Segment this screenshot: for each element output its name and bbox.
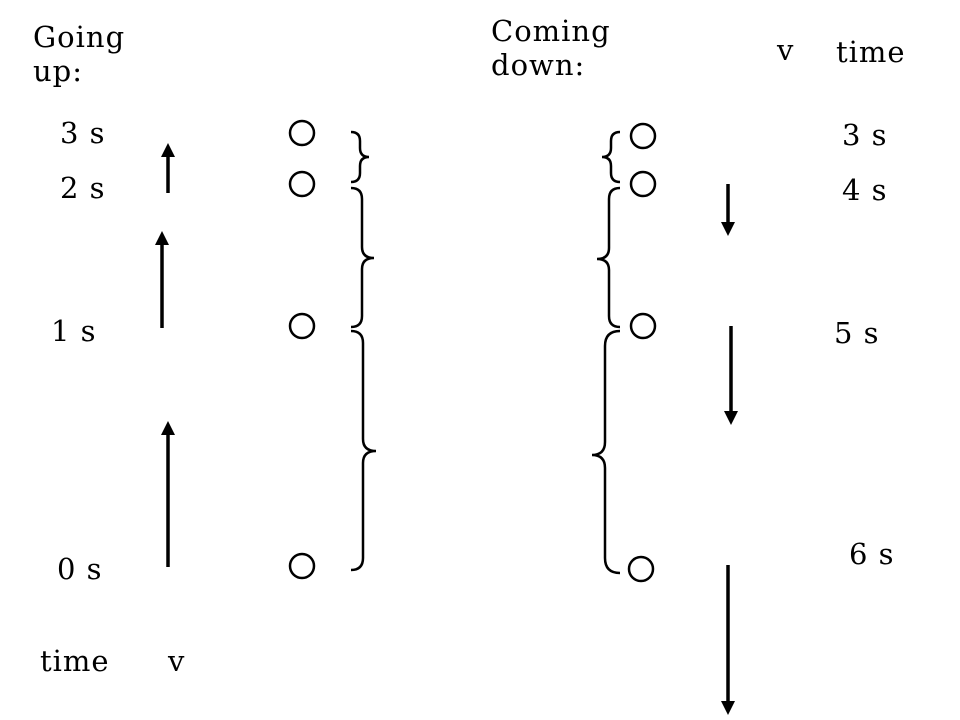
down-time-column-header: time (836, 35, 906, 69)
down-ball-3s (629, 122, 657, 150)
up-brace-2s-3s (350, 130, 370, 184)
down-velocity-column-header: v (777, 33, 795, 67)
down-ball-4s (629, 170, 657, 198)
up-time-label-2s: 2 s (60, 171, 106, 205)
up-time-column-header: time (40, 644, 110, 678)
up-time-label-0s: 0 s (57, 552, 103, 586)
up-ball-1s (288, 312, 316, 340)
down-time-label-4s: 4 s (842, 173, 888, 207)
down-brace-5s-6s (591, 329, 621, 575)
down-time-label-5s: 5 s (834, 316, 880, 350)
up-time-label-1s: 1 s (51, 314, 97, 348)
down-ball-5s (629, 312, 657, 340)
up-ball-0s (288, 552, 316, 580)
going-up-heading: Going up: (33, 20, 126, 88)
down-brace-3s-4s (601, 130, 621, 184)
up-brace-0s-1s (350, 329, 377, 572)
down-ball-6s (627, 555, 655, 583)
down-time-label-6s: 6 s (849, 537, 895, 571)
up-time-label-3s: 3 s (60, 116, 106, 150)
down-brace-4s-5s (596, 186, 621, 329)
coming-down-heading: Coming down: (491, 14, 611, 82)
down-time-label-3s: 3 s (842, 118, 888, 152)
up-velocity-column-header: v (168, 644, 186, 678)
up-ball-2s (288, 170, 316, 198)
up-ball-3s (288, 119, 316, 147)
up-brace-1s-2s (350, 186, 375, 329)
